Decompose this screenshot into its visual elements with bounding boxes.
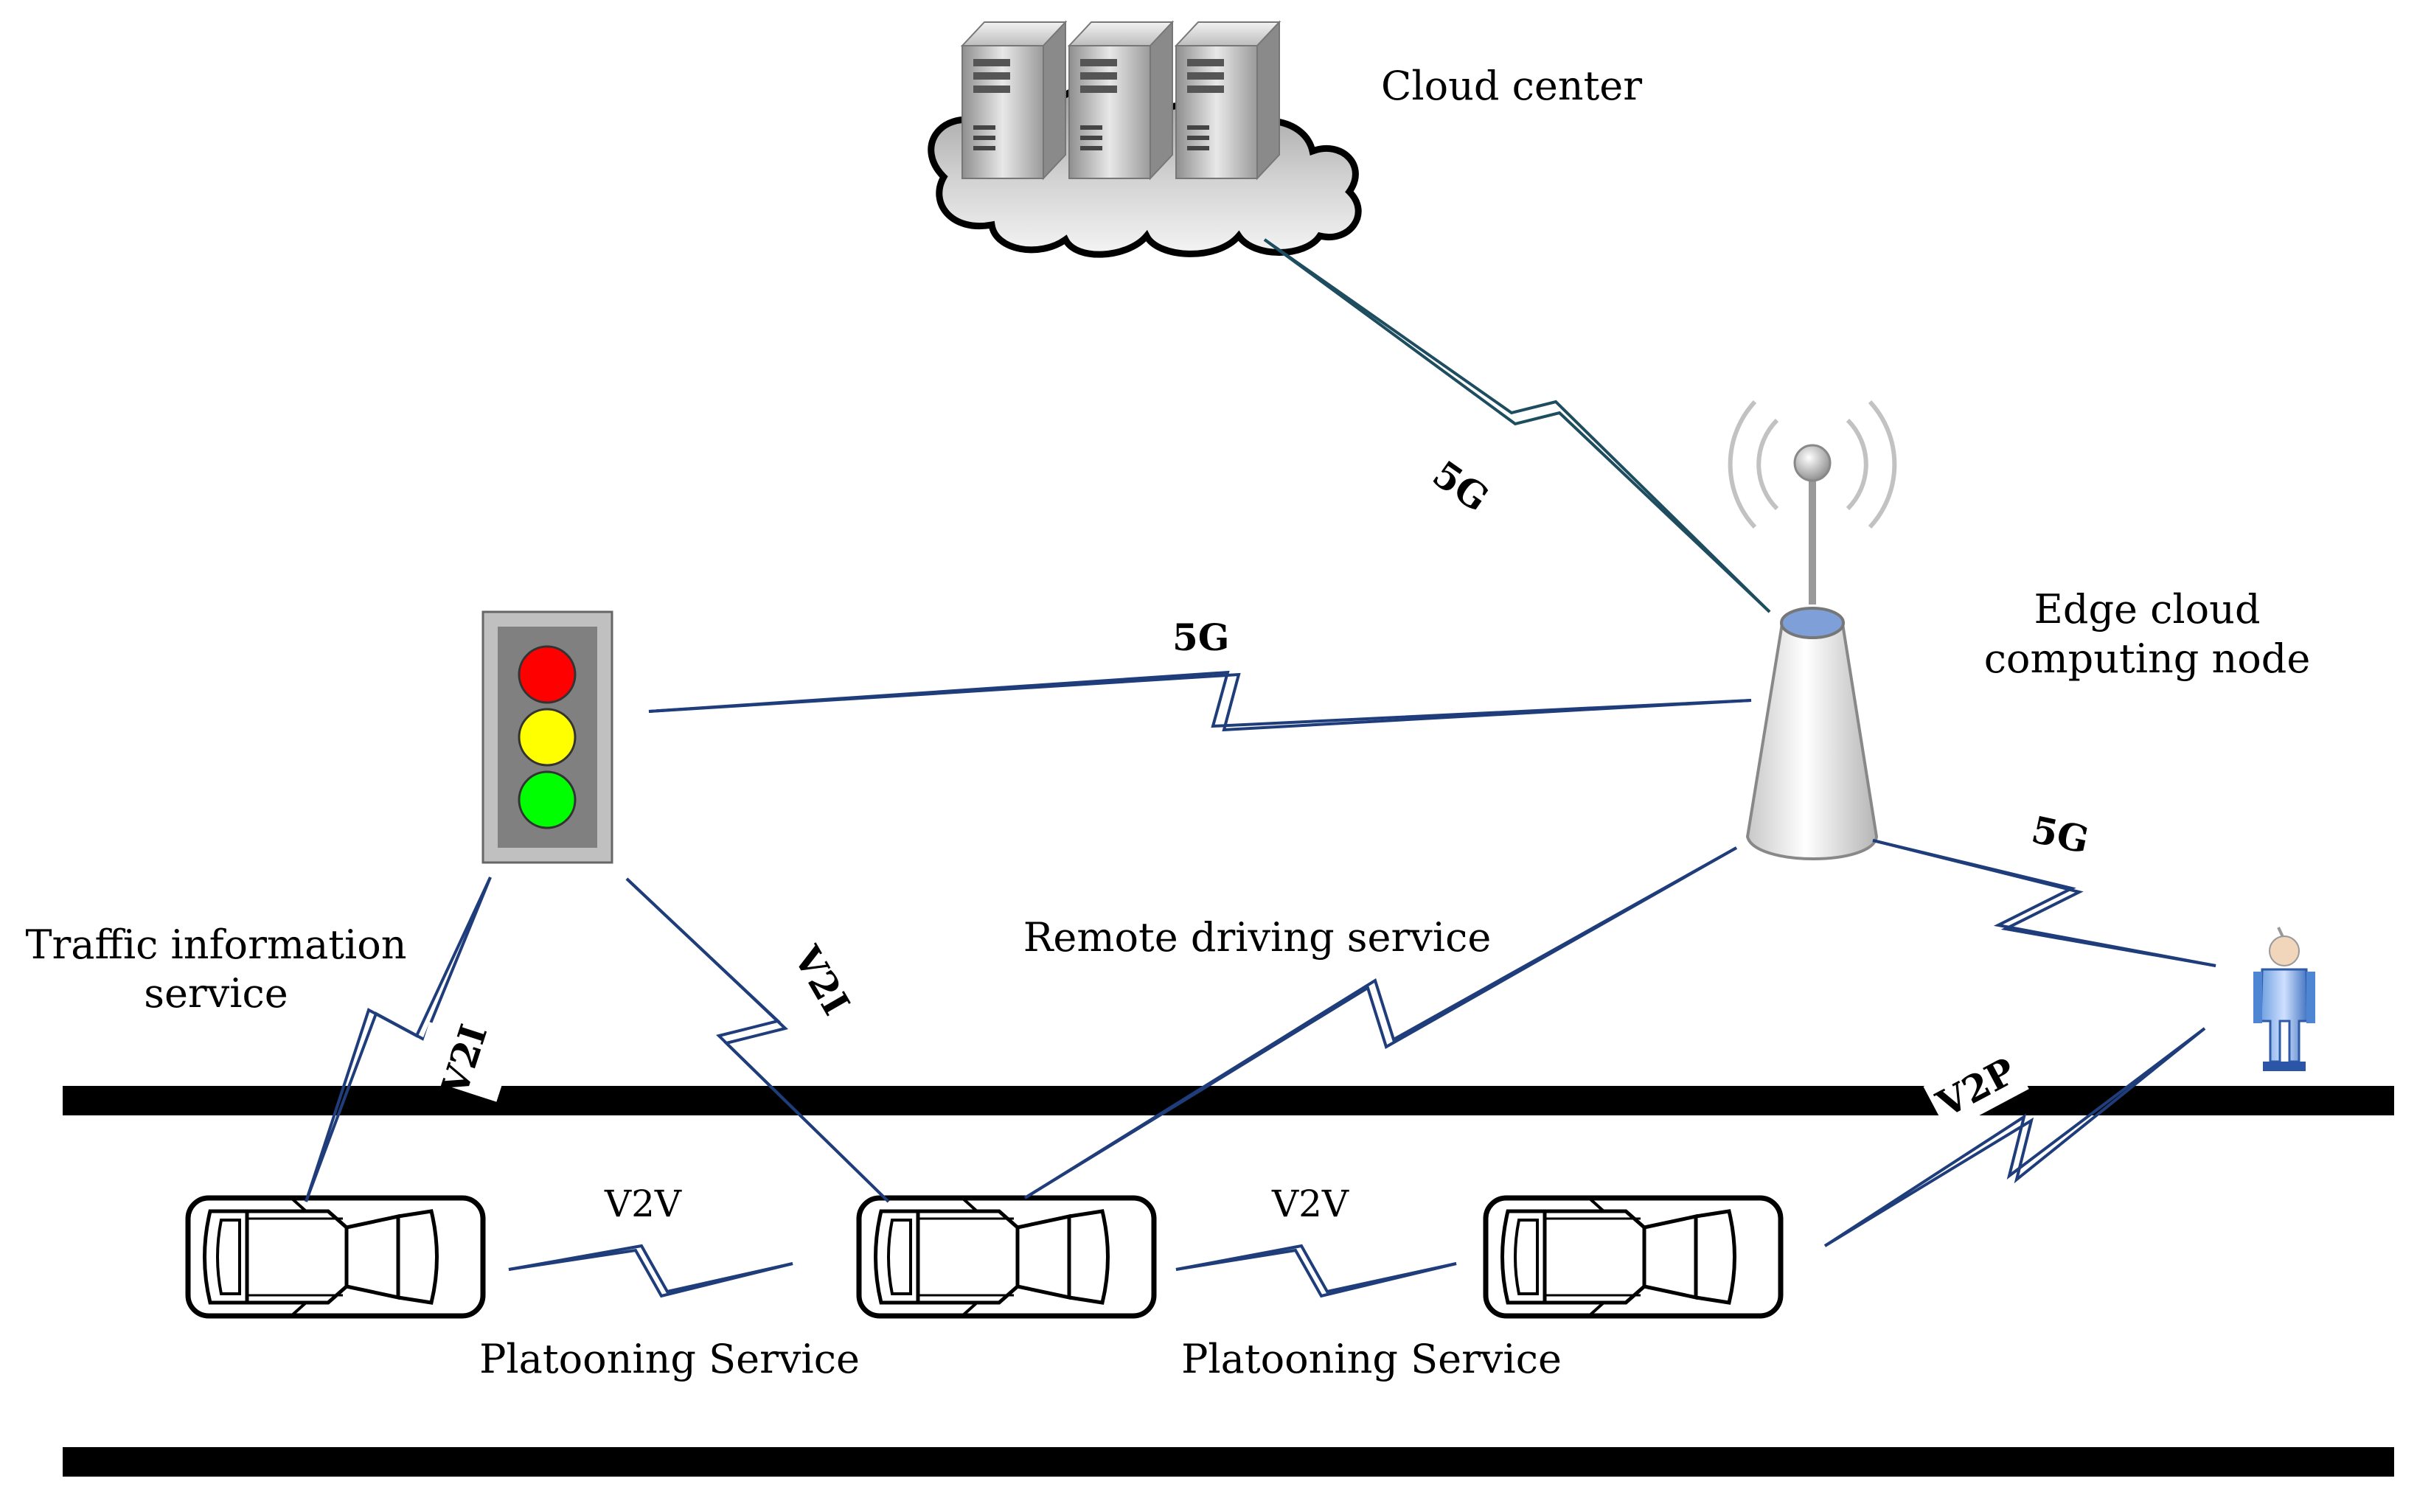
link-label-cloud-edge: 5G bbox=[1425, 452, 1497, 520]
link-light-car1 bbox=[305, 877, 492, 1202]
server-2 bbox=[1067, 20, 1175, 181]
server-3 bbox=[1174, 20, 1281, 181]
pedestrian-icon bbox=[2253, 927, 2315, 1071]
link-label-car1-car2: V2V bbox=[604, 1182, 682, 1225]
car-icon bbox=[1483, 1195, 1784, 1319]
car-icon bbox=[856, 1195, 1157, 1319]
link-light-car2 bbox=[625, 877, 890, 1203]
remote-driving-label: Remote driving service bbox=[1023, 914, 1492, 961]
platooning-label-2: Platooning Service bbox=[1181, 1336, 1562, 1382]
car-icon bbox=[185, 1195, 486, 1319]
link-label-car3-pedestrian: V2P bbox=[1923, 1043, 2029, 1132]
link-label-light-car1: V2I bbox=[412, 1020, 514, 1102]
link-light-edge bbox=[648, 670, 1752, 732]
link-label-edge-pedestrian: 5G bbox=[2028, 807, 2093, 862]
signal-red bbox=[518, 645, 577, 704]
link-edge-car2 bbox=[1023, 846, 1737, 1199]
server-cluster-icon bbox=[960, 20, 1281, 181]
edge-node: Edge cloud computing node bbox=[1728, 400, 2311, 860]
traffic-light-icon bbox=[481, 610, 613, 864]
cloud-center-label: Cloud center bbox=[1381, 63, 1642, 109]
traffic-info-label-line2: service bbox=[144, 970, 288, 1017]
edge-node-label-line1: Edge cloud bbox=[2034, 586, 2260, 633]
link-car1-car2 bbox=[508, 1244, 793, 1298]
traffic-info-label-line1: Traffic information bbox=[25, 922, 406, 968]
edge-node-label-line2: computing node bbox=[1984, 635, 2311, 682]
signal-yellow bbox=[518, 708, 577, 767]
server-1 bbox=[960, 20, 1068, 181]
link-car3-pedestrian bbox=[1823, 1027, 2206, 1247]
road-upper-edge bbox=[63, 1086, 2394, 1115]
link-label-light-car2: V2I bbox=[785, 938, 858, 1022]
link-label-light-edge: 5G bbox=[1172, 616, 1230, 659]
road-lower-edge bbox=[63, 1447, 2394, 1477]
cloud-center: Cloud center bbox=[928, 20, 1642, 258]
link-cloud-edge bbox=[1263, 238, 1771, 613]
link-label-car2-car3: V2V bbox=[1271, 1182, 1349, 1225]
link-edge-pedestrian bbox=[1872, 839, 2216, 967]
signal-green bbox=[518, 770, 577, 829]
base-station-icon bbox=[1745, 607, 1879, 860]
platooning-label-1: Platooning Service bbox=[479, 1336, 860, 1382]
antenna-icon bbox=[1728, 400, 1897, 605]
link-car2-car3 bbox=[1175, 1244, 1457, 1298]
